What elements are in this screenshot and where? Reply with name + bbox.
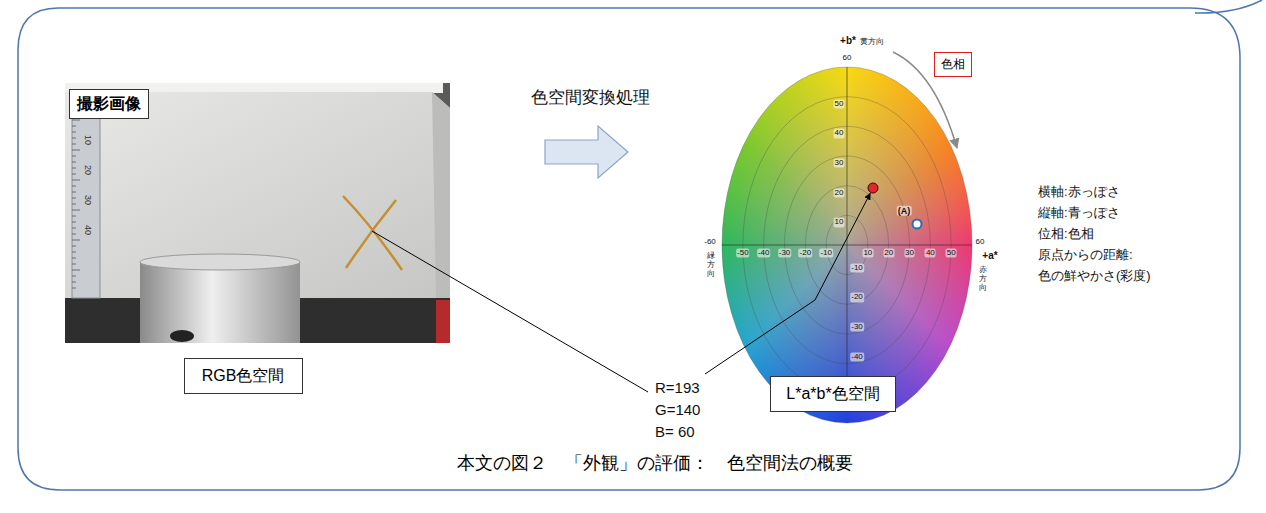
legend-note: 横軸:赤っぽさ — [1038, 185, 1120, 200]
axis-tick: 50 — [946, 248, 957, 257]
axis-tick: 40 — [834, 129, 845, 138]
leader-arrow — [705, 193, 870, 374]
grid-ring — [722, 67, 972, 423]
photo-ground — [65, 83, 450, 343]
rgb-value: R=193 — [655, 379, 700, 396]
box-label: L*a*b*色空間 — [786, 384, 879, 403]
axis-tick: -40 — [850, 352, 864, 361]
photo-red-part — [436, 300, 450, 343]
axis-direction: 赤方向 — [979, 266, 987, 292]
box-label: 色相 — [941, 57, 965, 71]
axis-tick: -30 — [778, 248, 792, 257]
axis-name: +b* — [840, 35, 856, 47]
rgb-value: G=140 — [655, 401, 700, 418]
photo-ruler — [72, 112, 100, 298]
grid-rings — [722, 67, 972, 423]
axis-tick: 50 — [834, 99, 845, 108]
point-label: (A) — [897, 206, 912, 216]
legend-note: 縦軸:青っぽさ — [1038, 206, 1120, 221]
rgb-value: B= 60 — [655, 423, 695, 440]
hue-tag-box: 色相 — [934, 52, 972, 77]
sample-mark — [343, 196, 402, 270]
b-axis — [847, 67, 848, 376]
photo-title-box: 撮影画像 — [69, 89, 149, 119]
legend-note: 位相:色相 — [1038, 227, 1094, 242]
axis-tick: -60 — [704, 237, 716, 246]
ruler-number: 10 — [83, 135, 93, 145]
axis-direction: 緑方向 — [707, 252, 715, 278]
sample-mark — [346, 200, 396, 268]
color-space-box: RGB色空間 — [184, 358, 303, 394]
photo-knob — [170, 330, 194, 342]
frame-curl — [1195, 0, 1262, 13]
axis-tick: 30 — [904, 248, 915, 257]
axis-tick: -40 — [757, 248, 771, 257]
axis-tick: 10 — [862, 248, 873, 257]
axis-tick: -30 — [850, 322, 864, 331]
reference-point — [913, 220, 922, 229]
axis-tick: 20 — [883, 248, 894, 257]
photo-cylinder — [140, 262, 300, 343]
photo-block — [65, 92, 450, 298]
axis-tick: 20 — [834, 188, 845, 197]
photo-cylinder-top — [140, 254, 300, 270]
box-label: RGB色空間 — [202, 366, 285, 385]
measured-point — [868, 183, 878, 193]
axis-tick: 40 — [925, 248, 936, 257]
axis-tick: -20 — [850, 293, 864, 302]
axis-tick: -10 — [850, 263, 864, 272]
legend-note: 色の鮮やかさ(彩度) — [1038, 269, 1151, 284]
ruler-number: 20 — [83, 165, 93, 175]
axis-tick: -50 — [736, 248, 750, 257]
axis-name: +a* — [982, 250, 997, 262]
axis-tick: -10 — [819, 248, 833, 257]
axis-tick: 30 — [834, 158, 845, 167]
color-space-box: L*a*b*色空間 — [770, 376, 896, 412]
axis-tick: 60 — [843, 53, 852, 62]
figure-caption: 本文の図２ 「外観」の評価： 色空間法の概要 — [457, 453, 853, 474]
legend-note: 原点からの距離: — [1038, 248, 1133, 263]
process-label: 色空間変換処理 — [531, 88, 650, 108]
axis-tick: 60 — [976, 237, 985, 246]
ruler-number: 40 — [83, 225, 93, 235]
outer-frame — [18, 8, 1240, 490]
box-label: 撮影画像 — [77, 94, 141, 113]
conversion-arrow — [545, 126, 628, 178]
axis-direction: 黄方向 — [860, 37, 884, 46]
ruler-number: 30 — [83, 195, 93, 205]
axis-tick: -20 — [799, 248, 813, 257]
axis-tick: 10 — [834, 218, 845, 227]
leader-line — [372, 231, 648, 392]
ruler-ticks — [72, 120, 80, 288]
